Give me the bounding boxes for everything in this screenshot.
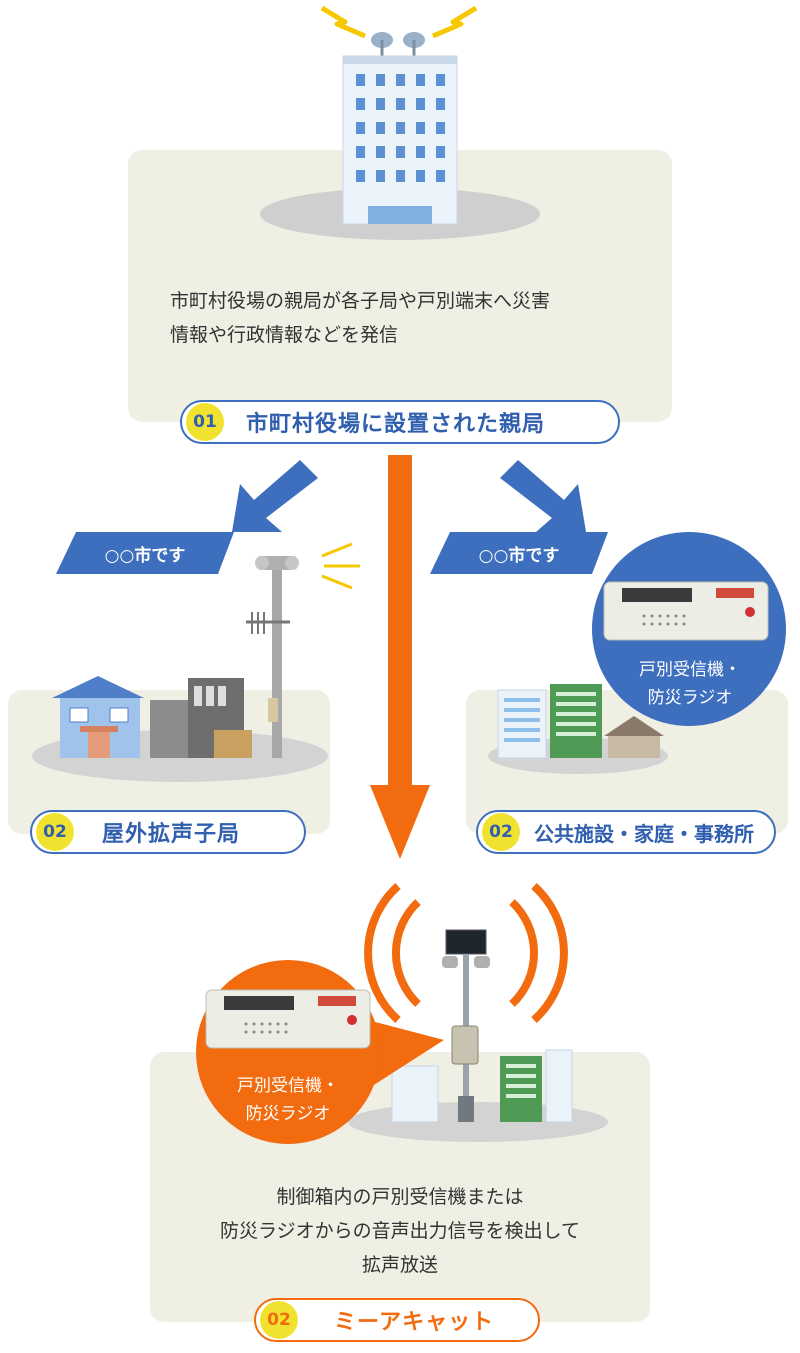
step-number: 02: [482, 813, 520, 851]
public-facility-label: 02 公共施設・家庭・事務所: [476, 810, 776, 854]
public-facility-label-text: 公共施設・家庭・事務所: [534, 821, 754, 846]
office-buildings-icon: [488, 684, 668, 774]
parent-station-label-text: 市町村役場に設置された親局: [246, 412, 546, 437]
radio-receiver-icon: [603, 581, 769, 641]
arrow-down-left-icon: [232, 460, 318, 532]
public-facility-device-caption: 戸別受信機・ 防災ラジオ: [639, 660, 741, 708]
miacat-description: 制御箱内の戸別受信機または 防災ラジオからの音声出力信号を検出して 拡声放送: [219, 1186, 581, 1276]
loudspeaker-pole-icon: [32, 542, 360, 782]
miacat-label-text: ミーアキャット: [334, 1310, 495, 1335]
outdoor-speaker-announcement: ○○市です: [56, 532, 234, 574]
parent-station-label: 01 市町村役場に設置された親局: [180, 400, 620, 444]
outdoor-speaker-label: 02 屋外拡声子局: [30, 810, 306, 854]
step-number: 01: [186, 403, 224, 441]
radio-receiver-icon: [205, 989, 371, 1049]
parent-station-description: 市町村役場の親局が各子局や戸別端末へ災害 情報や行政情報などを発信: [170, 290, 551, 346]
arrow-down-main-icon: [370, 455, 430, 859]
announcement-text: ○○市です: [104, 545, 186, 566]
step-number: 02: [36, 813, 74, 851]
miacat-device-caption: 戸別受信機・ 防災ラジオ: [237, 1076, 339, 1124]
miacat-label: 02 ミーアキャット: [254, 1298, 540, 1342]
outdoor-speaker-label-text: 屋外拡声子局: [102, 822, 241, 847]
public-facility-announcement: ○○市です: [430, 532, 608, 574]
step-number: 02: [260, 1301, 298, 1339]
arrow-down-right-icon: [500, 460, 586, 532]
city-hall-building-icon: [260, 5, 540, 240]
announcement-text: ○○市です: [478, 545, 560, 566]
